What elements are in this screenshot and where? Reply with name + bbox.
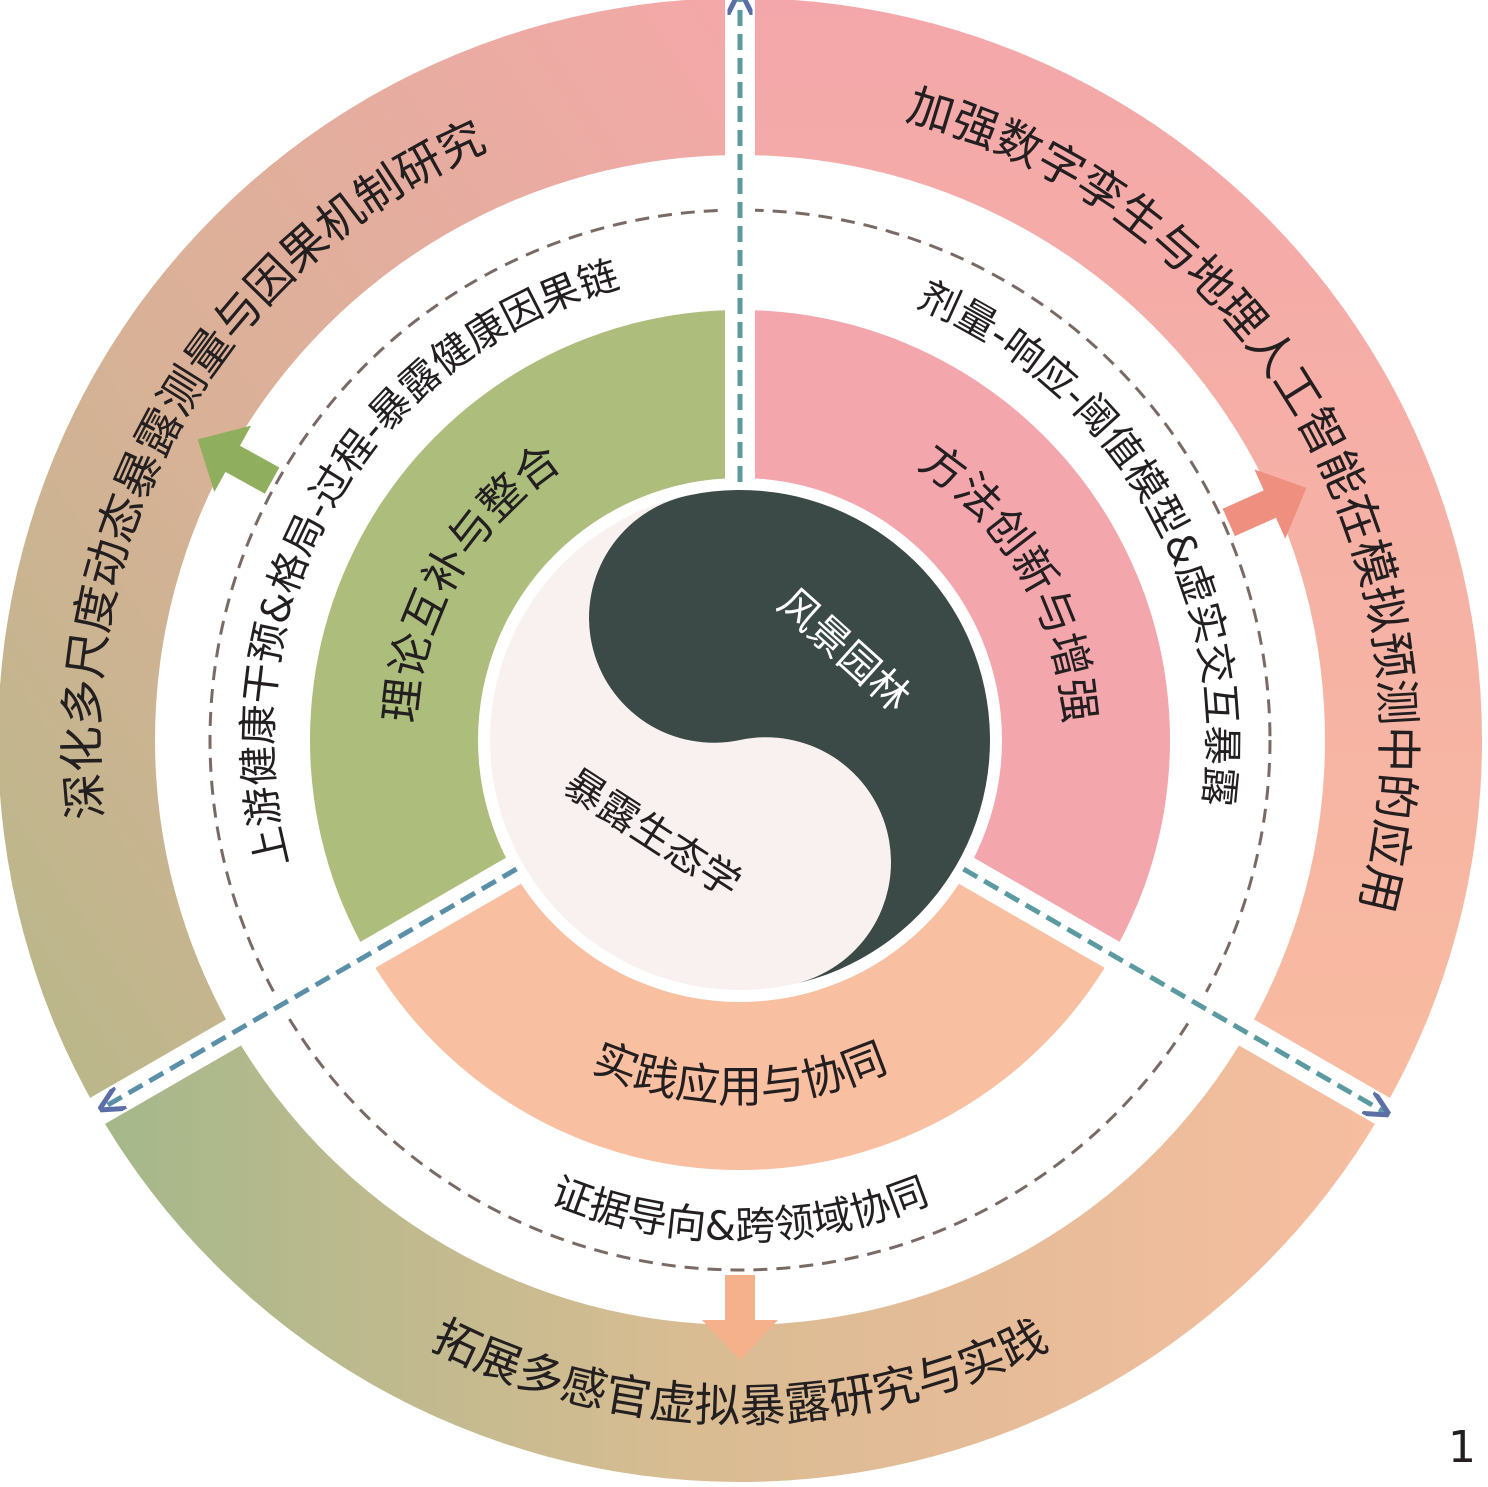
sector-method <box>740 310 1170 955</box>
block-arrow-salmon <box>1222 469 1307 539</box>
arrow-lower-right <box>962 866 1385 1113</box>
block-arrow-green <box>197 425 280 494</box>
page-number: 1 <box>1448 1422 1476 1473</box>
outer-segment-left <box>0 0 740 1111</box>
block-arrow-peach <box>702 1275 778 1360</box>
sector-theory <box>309 310 740 955</box>
outer-segment-right <box>740 0 1482 1111</box>
middle-text-bottom: 证据导向&跨领域协同 <box>546 1169 935 1251</box>
outer-segment-bottom <box>97 1032 1383 1482</box>
sector-practice <box>367 865 1113 1170</box>
yang-dark <box>589 490 990 985</box>
yin-yang-symbol <box>490 490 990 990</box>
divider-arrows <box>103 0 1385 1113</box>
arrow-lower-left <box>103 866 518 1108</box>
